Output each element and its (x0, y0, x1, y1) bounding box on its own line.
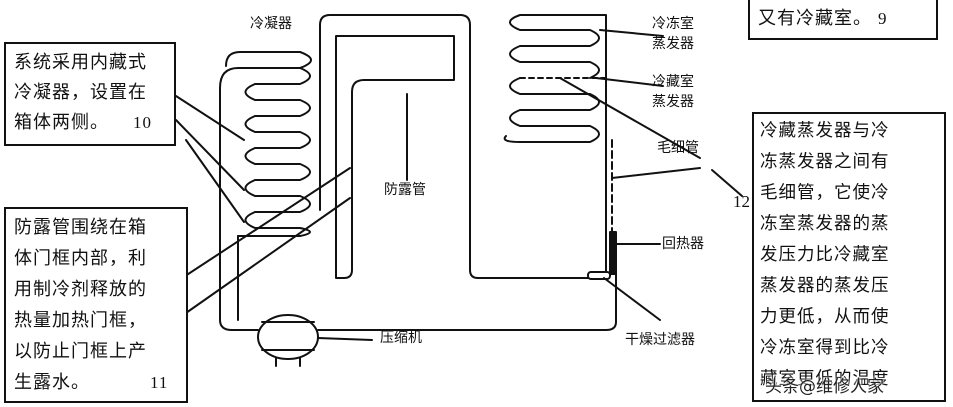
label-fridge-evaporator-line2: 蒸发器 (652, 94, 694, 110)
callout-top-right: 又有冷藏室。 9 (748, 0, 938, 40)
anti-dew-pipe (319, 14, 607, 279)
callout-capillary-line: 力更低，从而使 (760, 307, 890, 327)
label-capillary-tube: 毛细管 (657, 140, 699, 156)
label-compressor: 压缩机 (380, 330, 422, 346)
label-anti-condensation-pipe: 防露管 (384, 182, 426, 198)
callout-capillary-line: 藏室更低的温度 (760, 369, 890, 389)
callout-condenser: 系统采用内藏式 冷凝器，设置在 箱体两侧。 10 (4, 42, 176, 146)
callout-top-right-text: 又有冷藏室。 (758, 8, 872, 29)
callout-capillary-line: 蒸发器的蒸发压 (760, 276, 890, 296)
callout-antidew-line: 生露水。 11 (14, 367, 178, 398)
callout-condenser-line: 箱体两侧。 10 (14, 108, 166, 138)
heat-exchanger (609, 231, 617, 275)
callout-condenser-line-text: 箱体两侧。 (14, 112, 109, 133)
callout-condenser-line: 系统采用内藏式 (14, 52, 147, 73)
callout-capillary-line: 毛细管，它使冷 (760, 183, 890, 203)
callout-antidew-line: 以防止门框上产 (14, 341, 147, 362)
callout-number-12: 12 (733, 192, 750, 211)
label-freezer-evaporator-line1: 冷冻室 (652, 16, 694, 32)
callout-number-9: 9 (878, 9, 888, 28)
callout-capillary-line: 冷冻室得到比冷 (760, 338, 890, 358)
callout-number-10: 10 (133, 113, 152, 132)
drying-filter (587, 271, 611, 280)
label-drying-filter: 干燥过滤器 (625, 332, 695, 348)
condenser-coil (219, 67, 301, 331)
condenser-coil-inner (237, 67, 311, 237)
callout-capillary-line: 冻室蒸发器的蒸 (760, 214, 890, 234)
label-fridge-evaporator-line1: 冷藏室 (652, 74, 694, 90)
callout-antidew-line-text: 生露水。 (14, 372, 90, 393)
callout-antidew: 防露管围绕在箱 体门框内部，利 用制冷剂释放的 热量加热门框， 以防止门框上产 … (4, 207, 188, 403)
callout-capillary: 冷藏蒸发器与冷 冻蒸发器之间有 毛细管，它使冷 冻室蒸发器的蒸 发压力比冷藏室 … (752, 112, 946, 402)
freezer-evaporator (509, 14, 607, 151)
callout-condenser-line: 冷凝器，设置在 (14, 82, 147, 103)
callout-antidew-line: 用制冷剂释放的 (14, 279, 147, 300)
callout-antidew-line: 防露管围绕在箱 (14, 217, 147, 238)
callout-antidew-line: 体门框内部，利 (14, 248, 147, 269)
callout-number-11: 11 (150, 373, 169, 392)
label-condenser: 冷凝器 (250, 16, 292, 32)
callout-capillary-line: 冷藏蒸发器与冷 (760, 121, 890, 141)
watermark: 头条@维修人家 (765, 377, 884, 397)
label-freezer-evaporator-line2: 蒸发器 (652, 36, 694, 52)
callout-capillary-line: 冻蒸发器之间有 (760, 152, 890, 172)
callout-antidew-line: 热量加热门框， (14, 310, 147, 331)
fridge-evaporator (503, 77, 600, 143)
callout-capillary-line: 发压力比冷藏室 (760, 245, 890, 265)
label-heat-exchanger: 回热器 (662, 236, 704, 252)
